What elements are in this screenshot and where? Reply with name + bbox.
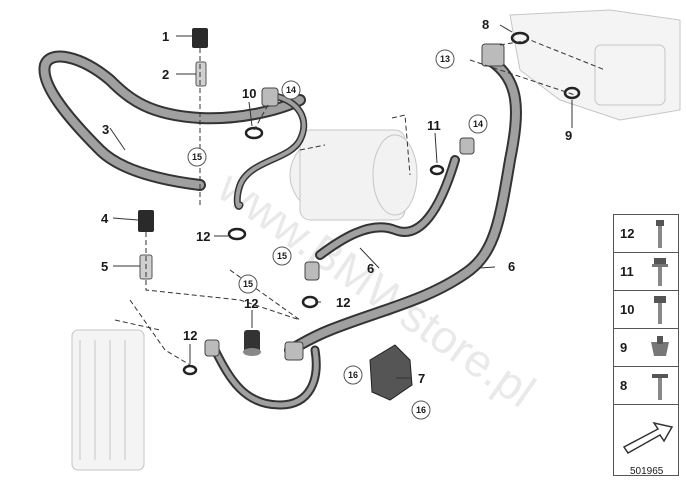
- legend-row: 9: [614, 329, 678, 367]
- valve-cap-4: [138, 210, 154, 232]
- pressure-sensor-13: [243, 330, 261, 356]
- document-id: 501965: [630, 466, 664, 477]
- flange-screw-icon: [652, 374, 668, 400]
- legend-num: 12: [620, 226, 635, 241]
- callout-14-mid: 12: [336, 295, 350, 310]
- callout-7: 7: [418, 371, 425, 386]
- screw-icon: [656, 220, 664, 248]
- callout-14-top: 11: [427, 118, 441, 133]
- callout-12-bottom: 15: [243, 279, 253, 289]
- condenser-ghost: [71, 329, 145, 471]
- callout-12-mid: 15: [277, 251, 287, 261]
- callout-16-left: 12: [183, 328, 197, 343]
- pipe-end-block: [204, 43, 505, 361]
- callout-3: 3: [102, 122, 109, 137]
- callout-11: 13: [440, 54, 450, 64]
- legend-num: 11: [620, 264, 634, 279]
- circled-callouts: [187, 49, 488, 420]
- callout-13: 12: [244, 296, 258, 311]
- callout-9: 16: [416, 405, 426, 415]
- fastener-legend: 12 11 10 9 8: [613, 214, 679, 476]
- assembly-lines: [114, 39, 606, 366]
- callout-8: 16: [348, 370, 358, 380]
- callout-16-right: 9: [565, 128, 572, 143]
- compressor-ghost: [289, 129, 418, 221]
- callout-12-top: 14: [286, 85, 296, 95]
- circled-callout-labels: 13 14 14 15 15 15 16 16: [192, 54, 483, 415]
- callout-4: 4: [101, 211, 109, 226]
- direction-arrow-icon: [622, 421, 674, 454]
- callout-15-mid: 12: [196, 229, 210, 244]
- o-ring: [182, 31, 581, 376]
- legend-num: 9: [620, 340, 628, 355]
- evaporator-housing-ghost: [509, 9, 681, 121]
- leader-lines: [109, 24, 573, 379]
- callout-10: 15: [192, 152, 202, 162]
- legend-row: 8: [614, 367, 678, 405]
- valve-core-6-top: [195, 61, 207, 87]
- callout-15-top-right: 8: [482, 17, 489, 32]
- callout-labels: 1 2 3 4 5 6 6 7 8 9 10 11 12 12 12 12: [101, 17, 572, 386]
- callout-1: 6: [508, 259, 515, 274]
- legend-row: 12: [614, 215, 678, 253]
- callout-12-right: 14: [473, 119, 483, 129]
- legend-num: 8: [620, 378, 628, 393]
- clip-nut-icon: [651, 336, 669, 356]
- callout-15-top: 10: [242, 86, 256, 101]
- legend-num: 10: [620, 302, 635, 317]
- callout-5: 1: [162, 29, 169, 44]
- callout-2: 6: [367, 261, 374, 276]
- hex-bolt-icon: [654, 296, 666, 324]
- bracket-7: [369, 344, 413, 401]
- legend-row: 11: [614, 253, 678, 291]
- legend-row: [614, 405, 678, 475]
- valve-cap-5: [192, 28, 208, 48]
- collar-bolt-icon: [652, 258, 668, 286]
- legend-row: 10: [614, 291, 678, 329]
- callout-6-top: 2: [162, 67, 169, 82]
- callout-6-bottom: 5: [101, 259, 108, 274]
